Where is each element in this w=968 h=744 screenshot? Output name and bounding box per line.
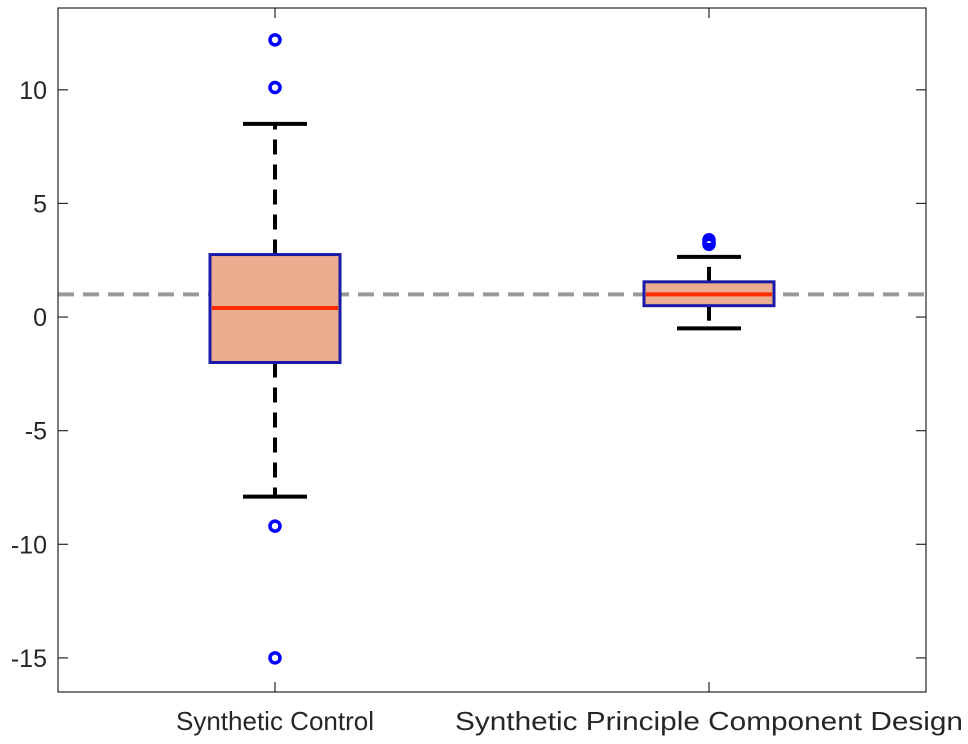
outlier-point (702, 237, 716, 252)
outlier-point (268, 651, 282, 665)
y-tick-label: -10 (11, 531, 47, 559)
x-axis-ticks: Synthetic Control Synthetic Principle Com… (176, 8, 963, 736)
y-tick-label: -5 (25, 418, 47, 446)
x-category-label: Synthetic Principle Component Design (455, 706, 963, 736)
y-axis-ticks: 10 5 0 -5 -10 -15 (11, 77, 926, 673)
box-group-2 (642, 233, 776, 331)
y-tick-label: -15 (11, 645, 47, 673)
outlier-point (268, 80, 282, 95)
plot-frame (57, 7, 927, 693)
x-category-label: Synthetic Control (176, 706, 374, 736)
y-tick-label: 10 (19, 77, 47, 105)
y-tick-label: 0 (33, 304, 47, 332)
y-tick-label: 5 (33, 190, 47, 218)
outlier-point (268, 33, 282, 47)
outlier-point (268, 519, 282, 533)
plot-background (58, 8, 926, 692)
boxes-layer (208, 33, 776, 665)
box-group-1 (208, 33, 342, 665)
